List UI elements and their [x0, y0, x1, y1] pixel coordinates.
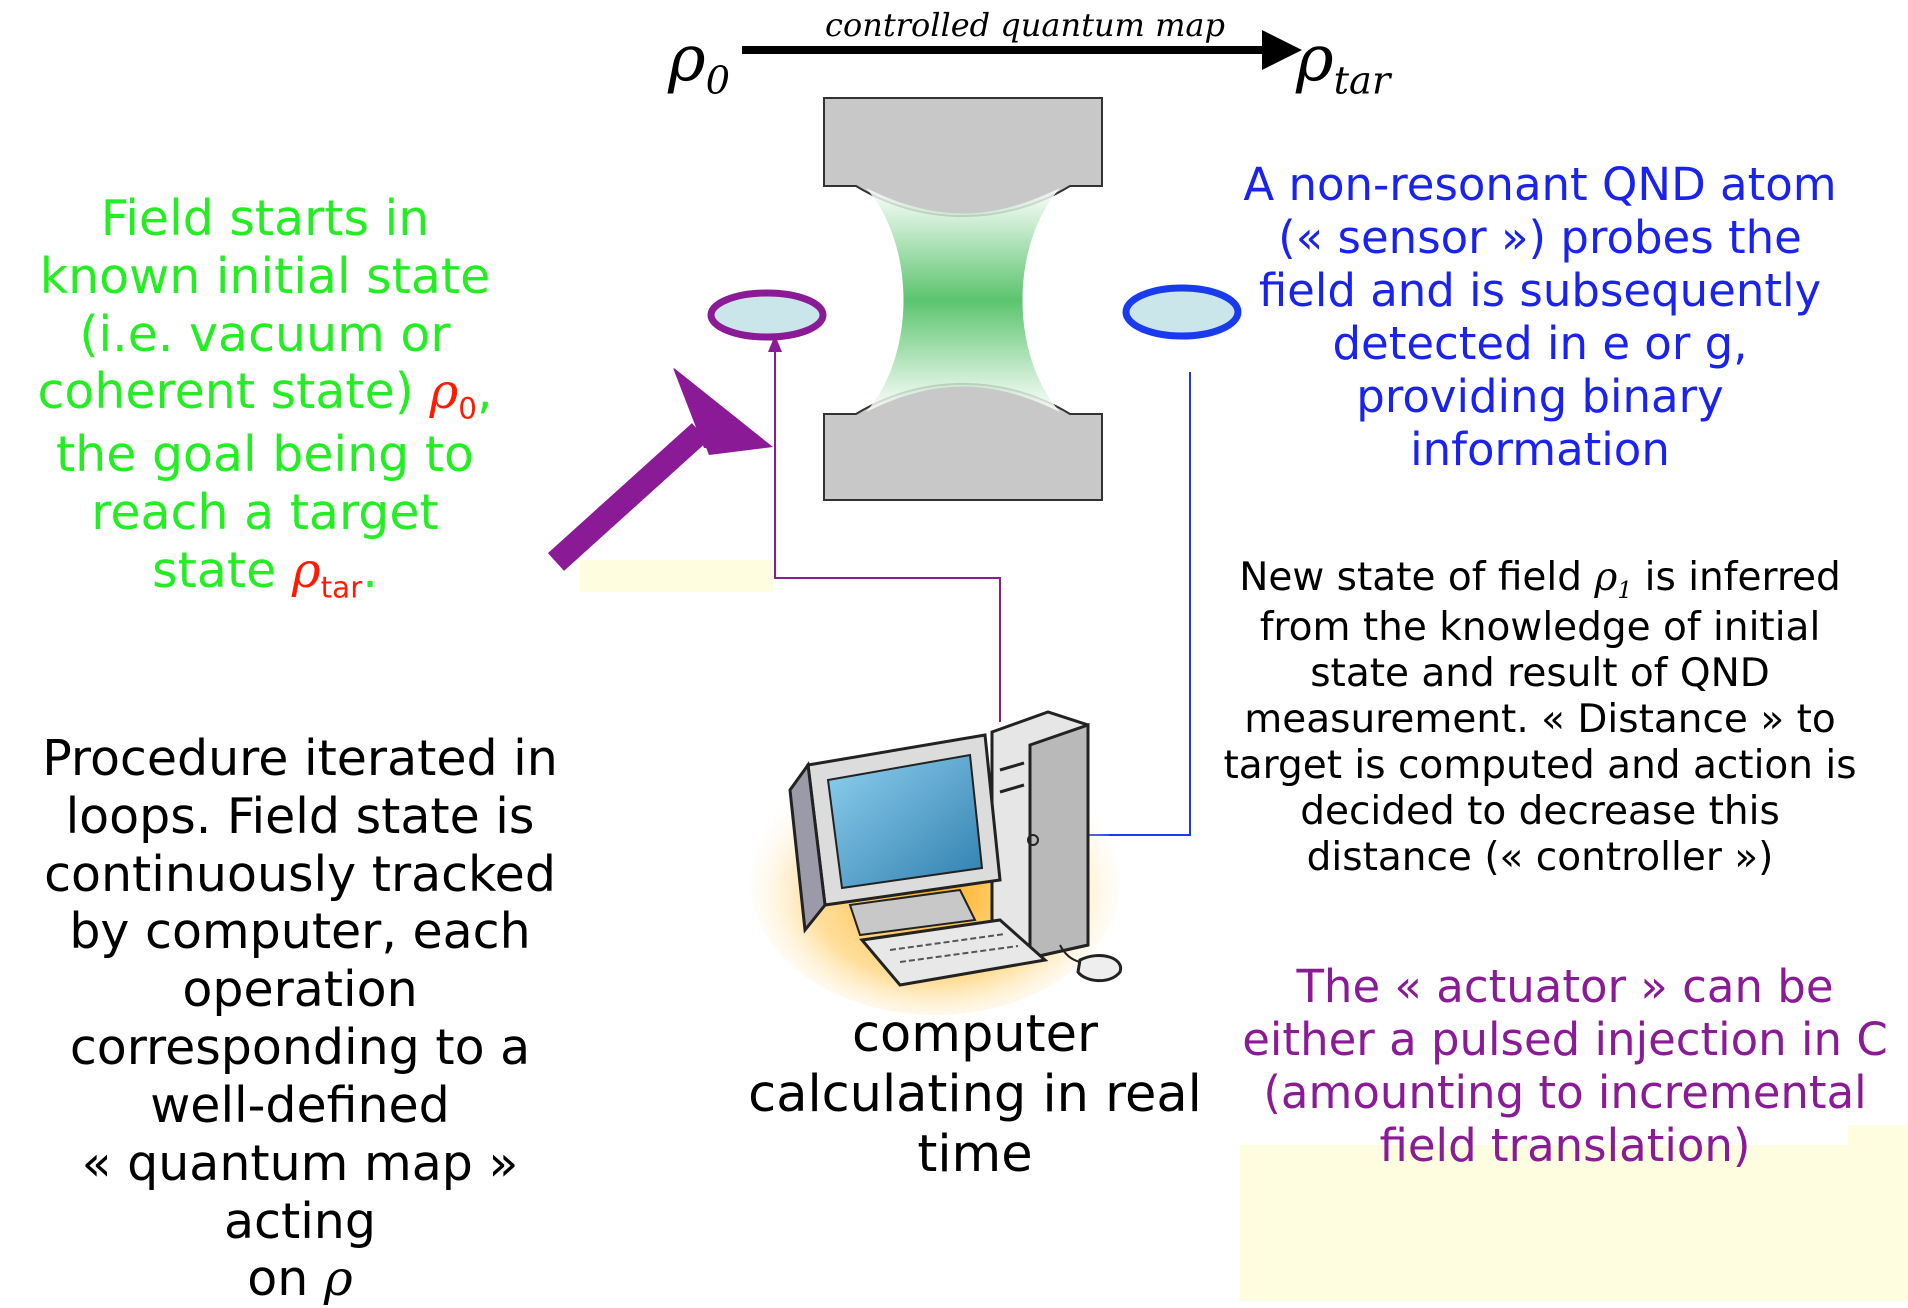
- controller-line-6: decided to decrease this: [1300, 788, 1780, 834]
- green-line-5: the goal being to: [55, 426, 475, 484]
- rhotar-subscript: tar: [1333, 58, 1391, 104]
- procedure-line-7: well-defined: [150, 1076, 450, 1134]
- controller-line-1: New state of field ρ1 is inferred: [1195, 555, 1885, 605]
- procedure-description: Procedure iterated in loops. Field state…: [0, 730, 600, 1308]
- actuator-line-4: field translation): [1379, 1119, 1751, 1173]
- green-state-word: state: [152, 542, 277, 600]
- map-label: controlled quantum map: [825, 6, 1225, 44]
- procedure-line-8: « quantum map » acting: [81, 1134, 519, 1250]
- sensor-description: A non-resonant QND atom (« sensor ») pro…: [1200, 158, 1880, 477]
- computer-caption: computer calculating in real time: [740, 1005, 1210, 1186]
- green-line-4-text: coherent state): [37, 363, 414, 421]
- computer-illustration: [750, 710, 1123, 1015]
- atom-right-ellipse: [1122, 284, 1242, 340]
- sensor-line-3: field and is subsequently: [1258, 264, 1822, 318]
- cavity-field-mode: [866, 188, 1060, 412]
- controller-line-2: from the knowledge of initial: [1259, 604, 1821, 650]
- green-line-7: state ρtar.: [0, 542, 530, 605]
- procedure-line-1: Procedure iterated in: [42, 730, 558, 787]
- green-line-6: reach a target: [91, 484, 439, 542]
- rho0-subscript: 0: [705, 58, 731, 104]
- rhotar-symbol: ρ: [1296, 22, 1334, 96]
- rho0-symbol: ρ: [668, 22, 706, 96]
- green-line-1: Field starts in: [100, 190, 430, 247]
- procedure-line-2: loops. Field state is: [65, 787, 535, 845]
- controller-description: New state of field ρ1 is inferred from t…: [1195, 555, 1885, 881]
- computer-line-1: computer: [852, 1005, 1098, 1064]
- atom-left-ellipse: [707, 289, 827, 341]
- sensor-line-2: (« sensor ») probes the: [1278, 211, 1802, 265]
- quantum-map-arrow: [742, 30, 1302, 70]
- procedure-on-word: on: [247, 1250, 309, 1308]
- sensor-line-4: detected in e or g,: [1332, 317, 1748, 371]
- controller-line-7: distance (« controller »): [1306, 834, 1774, 880]
- computer-line-3: time: [917, 1125, 1033, 1185]
- green-line-2: known initial state: [39, 247, 491, 305]
- actuator-line-2: either a pulsed injection in C: [1242, 1013, 1888, 1067]
- highlight-patch-right-top: [1848, 1125, 1908, 1145]
- rho0-inline: ρ0: [429, 363, 477, 425]
- computer-line-2: calculating in real: [748, 1065, 1202, 1125]
- green-line-4: coherent state) ρ0,: [0, 363, 530, 426]
- rhotar-inline: ρtar: [291, 542, 362, 604]
- procedure-line-5: operation: [182, 961, 418, 1019]
- green-line-3: (i.e. vacuum or: [79, 305, 451, 363]
- rho1-symbol: ρ: [1594, 555, 1618, 600]
- actuator-arrow: [547, 368, 773, 571]
- rho1-subscript: 1: [1617, 576, 1633, 605]
- controller-line-1-suffix: is inferred: [1644, 555, 1841, 600]
- controller-line-5: target is computed and action is: [1223, 742, 1857, 788]
- actuator-line-1: The « actuator » can be: [1296, 960, 1834, 1013]
- actuator-description: The « actuator » can be either a pulsed …: [1220, 960, 1908, 1172]
- procedure-line-6: corresponding to a: [69, 1019, 531, 1077]
- rhotar-inline-subscript: tar: [320, 570, 363, 605]
- procedure-rho: ρ: [323, 1250, 353, 1308]
- controller-line-3: state and result of QND: [1310, 650, 1770, 696]
- rho0-label: ρ0: [668, 22, 730, 103]
- green-period: .: [362, 542, 378, 600]
- cavity-mirrors: [823, 97, 1103, 501]
- actuator-line-3: (amounting to incremental: [1263, 1066, 1867, 1120]
- feedback-line-purple: [768, 335, 1001, 722]
- highlight-patch-left: [580, 560, 773, 592]
- green-comma: ,: [476, 363, 493, 421]
- procedure-line-4: by computer, each: [69, 903, 531, 961]
- procedure-line-3: continuously tracked: [44, 845, 556, 903]
- highlight-patch-right: [1240, 1145, 1908, 1301]
- controller-line-1-prefix: New state of field: [1239, 555, 1583, 600]
- sensor-line-5: providing binary: [1356, 370, 1724, 424]
- sensor-line-6: information: [1410, 423, 1670, 477]
- initial-state-description: Field starts in known initial state (i.e…: [0, 190, 530, 605]
- rho0-inline-subscript: 0: [458, 391, 477, 426]
- rho0-inline-symbol: ρ: [429, 363, 459, 421]
- rhotar-inline-symbol: ρ: [291, 542, 321, 600]
- controller-line-4: measurement. « Distance » to: [1244, 696, 1836, 742]
- rhotar-label: ρtar: [1296, 22, 1390, 103]
- procedure-line-9: on ρ: [0, 1250, 600, 1308]
- sensor-line-1: A non-resonant QND atom: [1243, 158, 1837, 211]
